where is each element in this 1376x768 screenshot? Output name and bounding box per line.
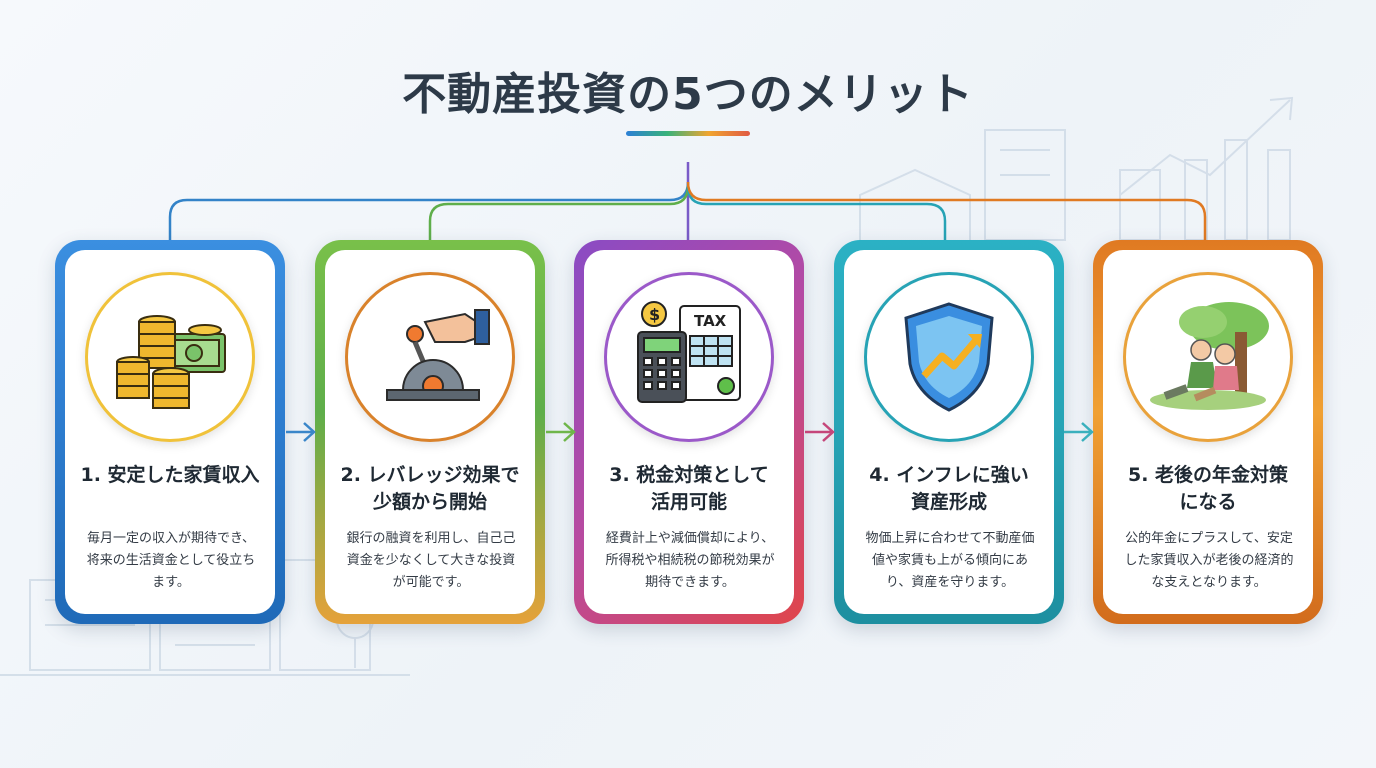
- card-description: 銀行の融資を利用し、自己己資金を少なくして大きな投資が可能です。: [346, 531, 516, 590]
- card-description: 経費計上や減価償却により、所得税や相続税の節税効果が期待できます。: [605, 531, 775, 590]
- card-1: 1. 安定した家賃収入 毎月一定の収入が期待でき、将来の生活資金として役立ちます…: [55, 240, 285, 624]
- card-title: 1. 安定した家賃収入: [80, 464, 260, 486]
- arrow-right-icon: [286, 422, 316, 442]
- arrow-right-icon: [805, 422, 835, 442]
- card-body: 1. 安定した家賃収入 毎月一定の収入が期待でき、将来の生活資金として役立ちます…: [65, 250, 275, 614]
- svg-text:$: $: [649, 305, 660, 324]
- card-description: 毎月一定の収入が期待でき、将来の生活資金として役立ちます。: [86, 531, 256, 590]
- elderly-couple-icon: [1123, 272, 1293, 442]
- card-description: 物価上昇に合わせて不動産価値や家賃も上がる傾向にあり、資産を守ります。: [865, 531, 1035, 590]
- card-5: 5. 老後の年金対策 になる 公的年金にプラスして、安定した家賃収入が老後の経済…: [1093, 240, 1323, 624]
- arrow-right-icon: [546, 422, 576, 442]
- card-title: 2. レバレッジ効果で 少額から開始: [340, 464, 520, 513]
- card-3: TAX $ 3. 税金対策として 活用可能 経: [574, 240, 804, 624]
- card-body: 5. 老後の年金対策 になる 公的年金にプラスして、安定した家賃収入が老後の経済…: [1103, 250, 1313, 614]
- card-title: 3. 税金対策として 活用可能: [609, 464, 769, 513]
- card-body: TAX $ 3. 税金対策として 活用可能 経: [584, 250, 794, 614]
- arrow-right-icon: [1064, 422, 1094, 442]
- card-body: 4. インフレに強い 資産形成 物価上昇に合わせて不動産価値や家賃も上がる傾向に…: [844, 250, 1054, 614]
- tax-calculator-icon: TAX $: [604, 272, 774, 442]
- hand-lever-icon: [345, 272, 515, 442]
- card-title: 5. 老後の年金対策 になる: [1127, 464, 1289, 513]
- card-description: 公的年金にプラスして、安定した家賃収入が老後の経済的な支えとなります。: [1124, 531, 1294, 590]
- svg-text:TAX: TAX: [694, 312, 727, 330]
- shield-growth-icon: [864, 272, 1034, 442]
- card-body: 2. レバレッジ効果で 少額から開始 銀行の融資を利用し、自己己資金を少なくして…: [325, 250, 535, 614]
- card-4: 4. インフレに強い 資産形成 物価上昇に合わせて不動産価値や家賃も上がる傾向に…: [834, 240, 1064, 624]
- card-2: 2. レバレッジ効果で 少額から開始 銀行の融資を利用し、自己己資金を少なくして…: [315, 240, 545, 624]
- page-title: 不動産投資の5つのメリット: [402, 69, 974, 120]
- card-title: 4. インフレに強い 資産形成: [869, 464, 1029, 513]
- title-underline: [626, 131, 750, 136]
- coins-and-cash-icon: [85, 272, 255, 442]
